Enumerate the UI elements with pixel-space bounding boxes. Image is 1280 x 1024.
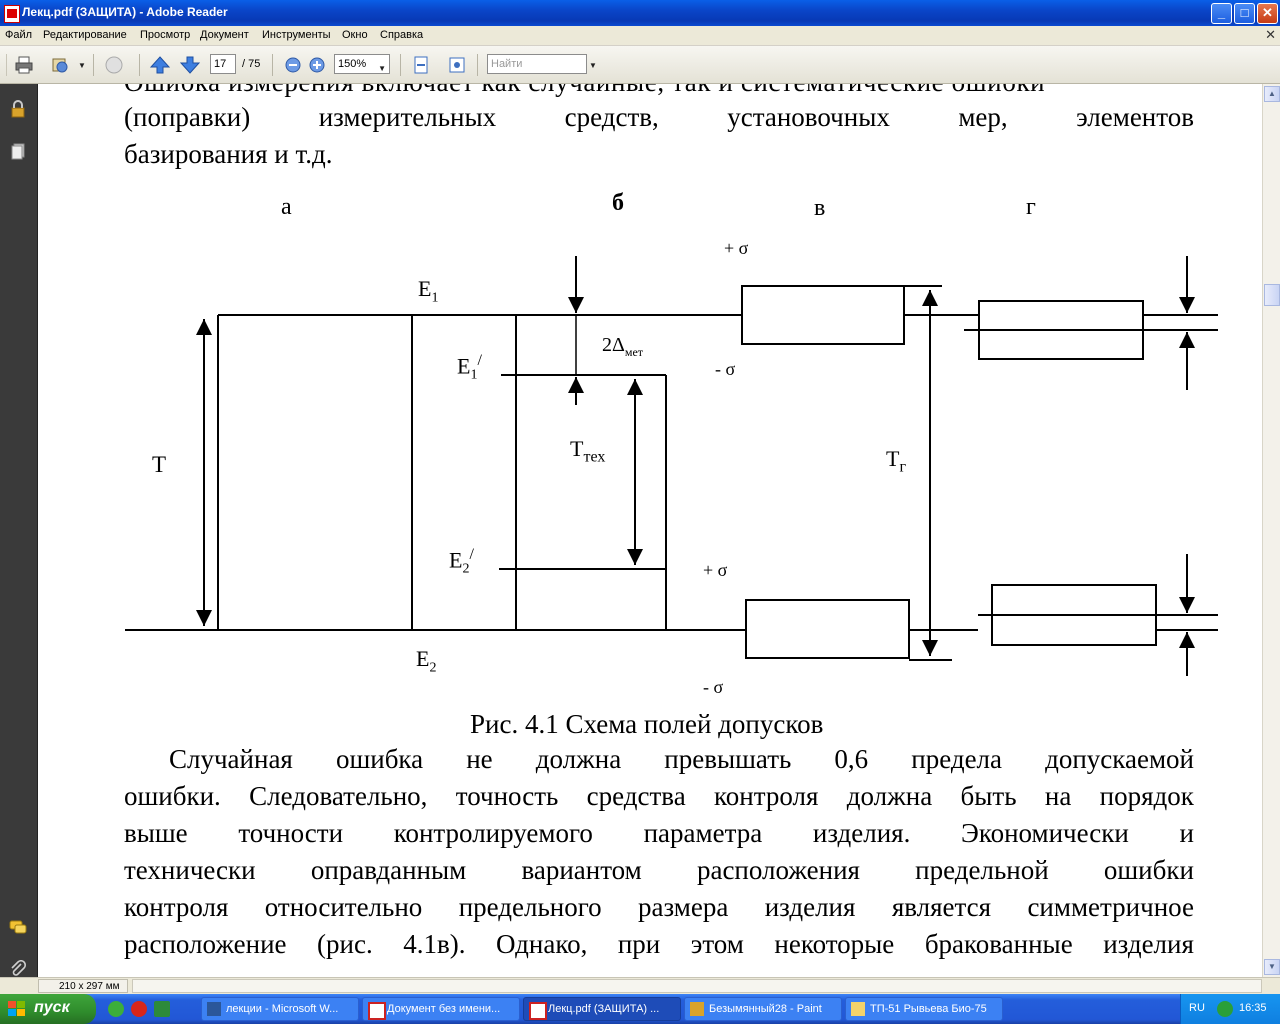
label-t-g: Tг (886, 446, 907, 476)
text-line: базирования и т.д. (124, 139, 333, 169)
menu-edit[interactable]: Редактирование (43, 29, 127, 41)
word-icon (207, 1002, 221, 1016)
tolerance-diagram (125, 256, 1218, 676)
taskbar-item-word[interactable]: лекции - Microsoft W... (201, 997, 359, 1021)
panel-label-b: б (612, 190, 624, 216)
lock-icon[interactable] (9, 100, 27, 118)
scroll-thumb[interactable] (1264, 284, 1280, 306)
label-e2-prime: E2/ (449, 546, 474, 577)
label-e2: E2 (416, 646, 437, 676)
page-total: / 75 (242, 58, 261, 70)
share-icon[interactable] (50, 55, 70, 75)
label-e1-prime: E1/ (457, 352, 482, 383)
full-screen-icon[interactable] (447, 55, 467, 75)
page-size-label: 210 x 297 мм (38, 979, 128, 993)
label-t: T (152, 452, 167, 477)
document-icon (368, 1002, 386, 1020)
taskbar-item-paint[interactable]: Безымянный28 - Paint (684, 997, 842, 1021)
paint-icon (690, 1002, 704, 1016)
panel-label-a: а (281, 194, 292, 220)
tray-app-icon[interactable] (1217, 1001, 1233, 1017)
title-bar: Лекц.pdf (ЗАЩИТА) - Adobe Reader _ □ ✕ (0, 0, 1280, 26)
hand-tool-icon[interactable] (104, 55, 124, 75)
clock: 16:35 (1239, 1002, 1267, 1014)
scroll-up-icon[interactable]: ▲ (1264, 86, 1280, 102)
label-plus-sigma-bottom: + σ (703, 560, 728, 580)
text-line: Ошибка измерения включает как случайные,… (124, 84, 1194, 100)
comments-icon[interactable] (9, 918, 27, 936)
system-tray: RU 16:35 (1180, 994, 1280, 1024)
app-quicklaunch-icon[interactable] (154, 1001, 170, 1017)
menu-window[interactable]: Окно (342, 29, 368, 41)
status-bar: 210 x 297 мм (0, 977, 1280, 995)
zoom-dropdown-icon[interactable]: ▼ (378, 64, 386, 73)
language-indicator[interactable]: RU (1189, 1002, 1205, 1014)
folder-icon (851, 1002, 865, 1016)
attachments-icon[interactable] (9, 960, 27, 978)
maximize-button[interactable]: □ (1234, 3, 1255, 24)
figure-caption: Рис. 4.1 Схема полей допусков (470, 709, 824, 739)
page-number-input[interactable]: 17 (210, 54, 236, 74)
search-input[interactable]: Найти (487, 54, 587, 74)
panel-label-g: г (1026, 194, 1036, 220)
menu-help[interactable]: Справка (380, 29, 424, 41)
taskbar-item-document[interactable]: Документ без имени... (362, 997, 520, 1021)
menu-tools[interactable]: Инструменты (262, 29, 331, 41)
panel-label-v: в (814, 195, 826, 221)
windows-flag-icon (8, 1001, 25, 1016)
scroll-down-icon[interactable]: ▼ (1264, 959, 1280, 975)
zoom-out-icon[interactable] (283, 55, 303, 75)
minimize-button[interactable]: _ (1211, 3, 1232, 24)
taskbar-item-folder[interactable]: ТП-51 Рывьева Био-75 (845, 997, 1003, 1021)
toolbar-separator (139, 54, 140, 76)
search-dropdown-icon[interactable]: ▼ (589, 61, 597, 70)
pdf-app-icon (4, 5, 20, 23)
toolbar-separator (93, 54, 94, 76)
pages-icon[interactable] (9, 142, 27, 160)
opera-quicklaunch-icon[interactable] (131, 1001, 147, 1017)
share-dropdown-icon[interactable]: ▼ (78, 61, 86, 70)
start-button[interactable]: пуск (0, 994, 96, 1024)
toolbar-separator (477, 54, 478, 76)
label-t-tex: Tтех (570, 436, 606, 466)
horizontal-scrollbar[interactable] (132, 979, 1262, 993)
toolbar-separator (272, 54, 273, 76)
print-icon[interactable] (14, 55, 34, 75)
previous-page-icon[interactable] (150, 55, 170, 75)
close-button[interactable]: ✕ (1257, 3, 1278, 24)
label-minus-sigma-top: - σ (715, 359, 736, 379)
toolbar-grip (6, 54, 7, 76)
navigation-pane (0, 84, 38, 994)
zoom-in-icon[interactable] (307, 55, 327, 75)
text-line-justified: (поправки) измерительных средств, устано… (124, 102, 1194, 132)
next-page-icon[interactable] (180, 55, 200, 75)
pdf-icon (529, 1002, 547, 1020)
toolbar: ▼ 17 / 75 150% ▼ Найти ▼ (0, 46, 1280, 84)
menu-view[interactable]: Просмотр (140, 29, 191, 41)
taskbar-item-adobe-reader[interactable]: Лекц.pdf (ЗАЩИТА) ... (523, 997, 681, 1021)
menu-file[interactable]: Файл (5, 29, 33, 41)
zoom-value: 150% (338, 58, 367, 70)
fit-page-icon[interactable] (411, 55, 431, 75)
label-2-delta-met: 2Δмет (602, 334, 644, 359)
toolbar-separator (400, 54, 401, 76)
browser-quicklaunch-icon[interactable] (108, 1001, 124, 1017)
label-e1: E1 (418, 276, 439, 306)
zoom-select[interactable]: 150% ▼ (334, 54, 390, 74)
label-minus-sigma-bottom: - σ (703, 677, 724, 697)
document-close-icon[interactable]: ✕ (1265, 27, 1276, 42)
vertical-scrollbar[interactable]: ▲ ▼ (1262, 84, 1280, 977)
taskbar: пуск лекции - Microsoft W... Документ бе… (0, 994, 1280, 1024)
window-title: Лекц.pdf (ЗАЩИТА) - Adobe Reader (22, 5, 228, 19)
label-plus-sigma-top: + σ (724, 238, 749, 258)
menu-bar: Файл Редактирование Просмотр Документ Ин… (0, 26, 1280, 46)
document-page: Ошибка измерения включает как случайные,… (38, 84, 1262, 994)
menu-document[interactable]: Документ (200, 29, 249, 41)
